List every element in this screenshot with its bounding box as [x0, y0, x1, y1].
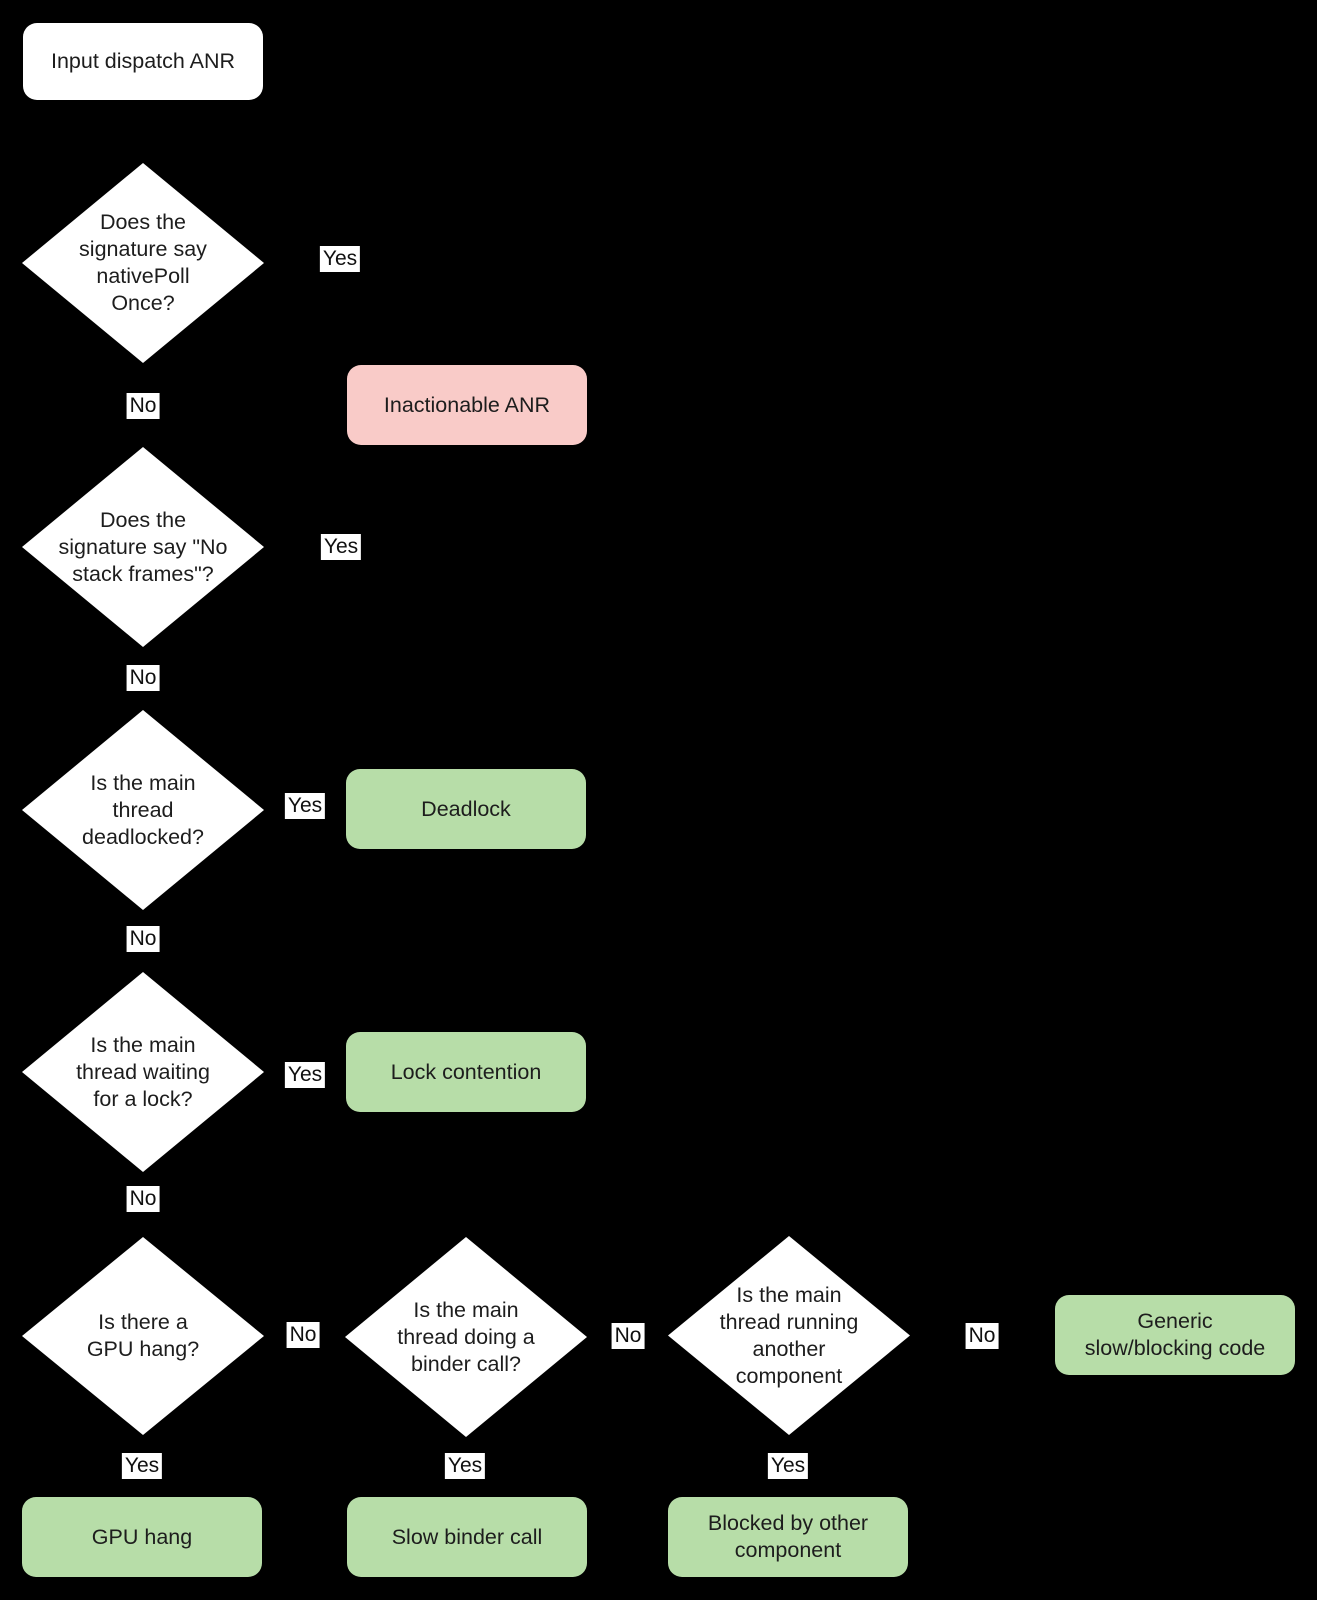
- start-node-label: Input dispatch ANR: [50, 49, 236, 73]
- terminal-deadlock: Deadlock: [346, 769, 586, 849]
- start-node-input-dispatch-anr: Input dispatch ANR: [23, 23, 263, 100]
- edge-label-d2-no: No: [126, 665, 160, 691]
- terminal-label: Deadlock: [421, 796, 511, 821]
- terminal-generic-slow-blocking-code: Generic slow/blocking code: [1055, 1295, 1295, 1375]
- decision-label: Is the main thread running another compo…: [719, 1282, 859, 1388]
- decision-label: Is there a GPU hang?: [86, 1310, 200, 1361]
- edge-label-d3-no: No: [126, 926, 160, 952]
- terminal-label: Blocked by other component: [707, 1511, 869, 1562]
- terminal-label: Inactionable ANR: [383, 392, 551, 417]
- terminal-lock-contention: Lock contention: [346, 1032, 586, 1112]
- terminal-inactionable-anr: Inactionable ANR: [347, 365, 587, 445]
- decision-label: Is the main thread waiting for a lock?: [76, 1032, 210, 1111]
- terminal-label: GPU hang: [91, 1524, 193, 1549]
- terminal-label: Generic slow/blocking code: [1084, 1309, 1266, 1360]
- decision-label: Does the signature say nativePoll Once?: [79, 210, 207, 315]
- edge-label-d2-yes: Yes: [320, 534, 362, 560]
- edge-label-d7-no: No: [965, 1323, 999, 1349]
- edge-label-d6-no: No: [611, 1323, 645, 1349]
- edge-label-d7-yes: Yes: [767, 1453, 809, 1479]
- edge-label-d4-yes: Yes: [284, 1062, 326, 1088]
- decision-label: Does the signature say "No stack frames"…: [58, 507, 228, 586]
- terminal-label: Slow binder call: [391, 1524, 543, 1549]
- edge-label-d5-no: No: [286, 1322, 320, 1348]
- terminal-blocked-by-other-component: Blocked by other component: [668, 1497, 908, 1577]
- edge-label-d1-yes: Yes: [319, 246, 361, 272]
- edge-label-d6-yes: Yes: [444, 1453, 486, 1479]
- decision-label: Is the main thread doing a binder call?: [397, 1297, 535, 1376]
- edge-label-d1-no: No: [126, 393, 160, 419]
- terminal-slow-binder-call: Slow binder call: [347, 1497, 587, 1577]
- edge-label-d5-yes: Yes: [121, 1453, 163, 1479]
- terminal-gpu-hang: GPU hang: [22, 1497, 262, 1577]
- edge-label-d4-no: No: [126, 1186, 160, 1212]
- decision-label: Is the main thread deadlocked?: [82, 770, 204, 849]
- edge-label-d3-yes: Yes: [284, 793, 326, 819]
- terminal-label: Lock contention: [390, 1059, 542, 1084]
